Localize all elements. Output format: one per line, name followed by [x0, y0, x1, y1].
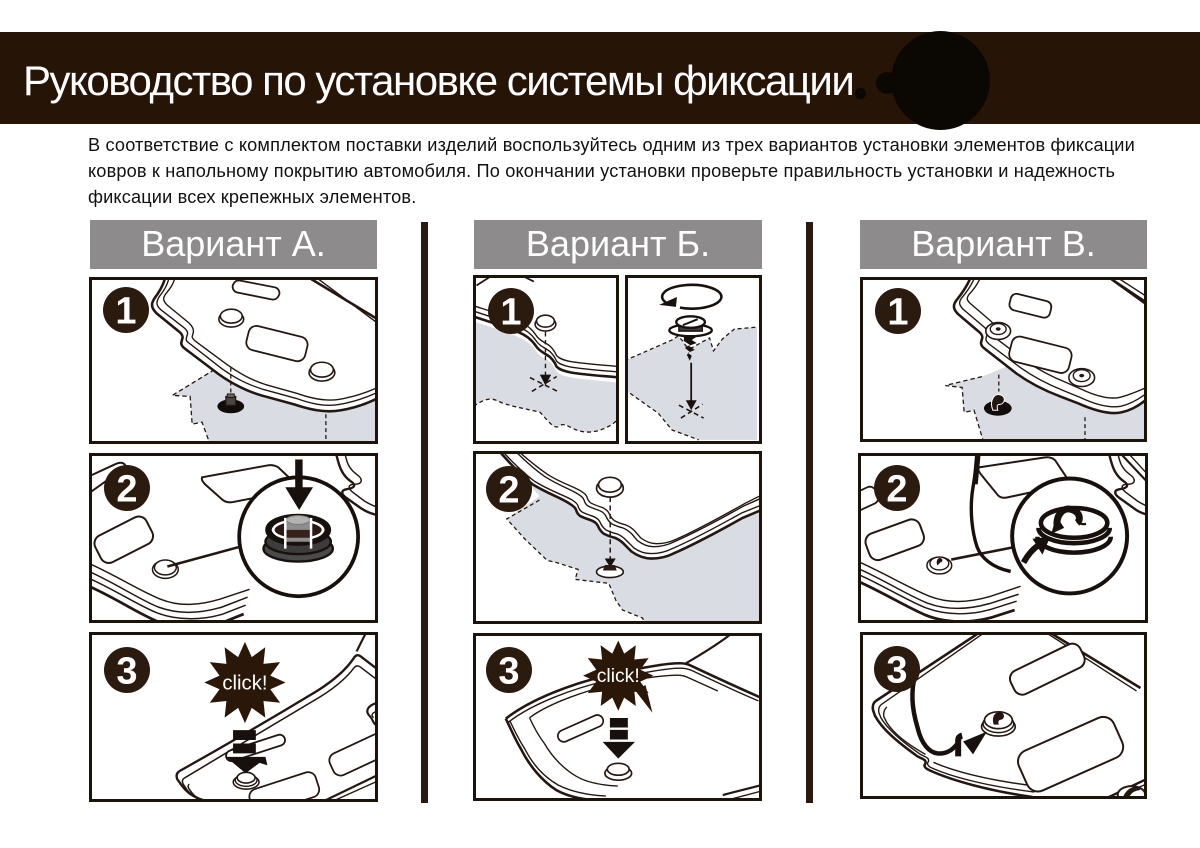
svg-text:1: 1: [500, 291, 521, 333]
svg-text:click!: click!: [222, 673, 267, 695]
svg-text:click!: click!: [597, 666, 640, 687]
svg-text:3: 3: [116, 650, 137, 692]
svg-text:2: 2: [116, 468, 137, 510]
svg-text:3: 3: [498, 650, 519, 692]
svg-text:1: 1: [115, 290, 136, 332]
svg-text:1: 1: [887, 292, 908, 334]
svg-text:2: 2: [886, 469, 907, 511]
svg-text:2: 2: [498, 469, 519, 511]
svg-text:3: 3: [886, 650, 907, 692]
